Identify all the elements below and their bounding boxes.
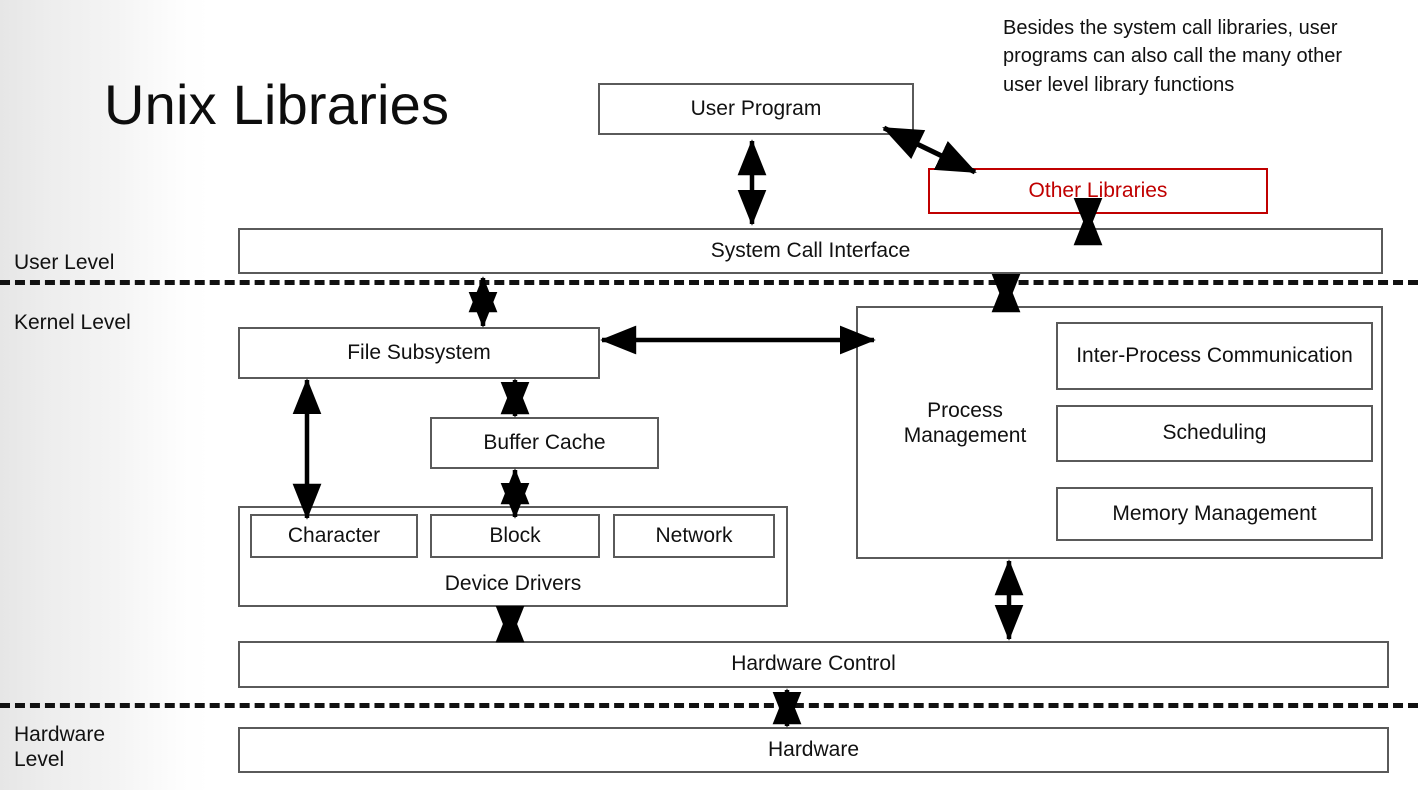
box-inter-process-communication[interactable]: Inter-Process Communication [1056,322,1373,390]
box-user-program[interactable]: User Program [598,83,914,135]
callout-note: Besides the system call libraries, user … [1003,17,1343,96]
box-network[interactable]: Network [613,514,775,558]
box-character[interactable]: Character [250,514,418,558]
device-drivers-label: Device Drivers [444,572,582,596]
box-file-subsystem[interactable]: File Subsystem [238,327,600,379]
box-scheduling[interactable]: Scheduling [1056,405,1373,462]
box-block[interactable]: Block [430,514,600,558]
page-title: Unix Libraries [104,73,450,136]
box-hardware[interactable]: Hardware [238,727,1389,773]
box-memory-management[interactable]: Memory Management [1056,487,1373,541]
box-hardware-control[interactable]: Hardware Control [238,641,1389,688]
box-other-libraries[interactable]: Other Libraries [928,168,1268,214]
divider-kernel-hardware [0,703,1418,708]
level-label-kernel: Kernel Level [14,311,131,334]
divider-user-kernel [0,280,1418,285]
left-edge-gradient [0,0,210,790]
level-label-user: User Level [14,251,115,274]
box-buffer-cache[interactable]: Buffer Cache [430,417,659,469]
box-system-call-interface[interactable]: System Call Interface [238,228,1383,274]
process-management-label: Process Management [903,399,1027,448]
level-label-hardware: Hardware Level [14,723,106,772]
